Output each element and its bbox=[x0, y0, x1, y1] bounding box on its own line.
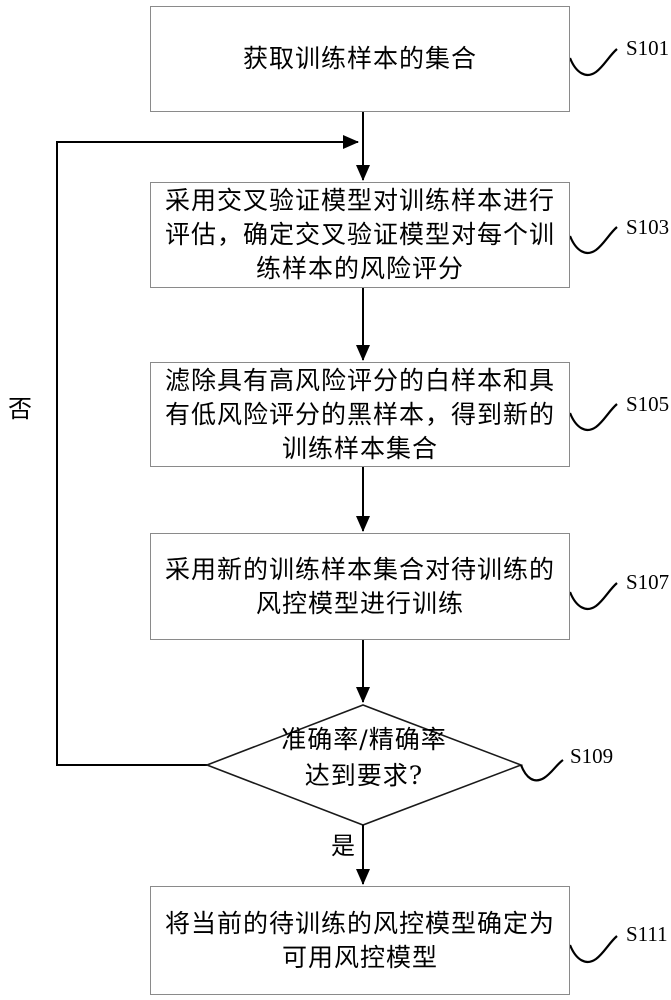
step-label-s107: S107 bbox=[626, 570, 670, 594]
decision-text: 准确率/精确率 达到要求? bbox=[207, 722, 521, 794]
squiggle-s101 bbox=[568, 48, 618, 76]
step-text: 采用新的训练样本集合对待训练的 bbox=[164, 554, 555, 584]
step-text: 训练样本集合 bbox=[281, 433, 438, 463]
step-text: 风控模型进行训练 bbox=[255, 588, 464, 618]
step-text: 练样本的风险评分 bbox=[255, 254, 464, 283]
step-text: 滤除具有高风险评分的白样本和具 bbox=[164, 365, 555, 395]
step-text: 评估，确定交叉验证模型对每个训 bbox=[164, 220, 555, 249]
step-text: 有低风险评分的黑样本，得到新的 bbox=[164, 399, 555, 429]
step-box-s105: 滤除具有高风险评分的白样本和具 有低风险评分的黑样本，得到新的 训练样本集合 bbox=[150, 362, 570, 467]
decision-line: 达到要求? bbox=[304, 761, 424, 790]
feedback-loop-line bbox=[56, 135, 359, 766]
step-box-s107: 采用新的训练样本集合对待训练的 风控模型进行训练 bbox=[150, 533, 570, 640]
yes-branch-label: 是 bbox=[331, 832, 355, 860]
step-label-s111: S111 bbox=[626, 922, 668, 946]
squiggle-s107 bbox=[568, 582, 618, 610]
decision-line: 准确率/精确率 bbox=[281, 725, 447, 754]
step-label-s103: S103 bbox=[626, 215, 670, 239]
step-label-s101: S101 bbox=[626, 36, 670, 60]
step-box-s111: 将当前的待训练的风控模型确定为 可用风控模型 bbox=[150, 886, 570, 995]
step-text: 采用交叉验证模型对训练样本进行 bbox=[164, 186, 555, 215]
squiggle-s103 bbox=[568, 226, 618, 254]
step-text: 将当前的待训练的风控模型确定为 bbox=[164, 908, 555, 938]
step-text: 可用风控模型 bbox=[281, 942, 438, 972]
squiggle-s105 bbox=[568, 403, 618, 431]
step-label-s109: S109 bbox=[570, 744, 614, 768]
squiggle-s109 bbox=[519, 759, 564, 782]
step-label-s105: S105 bbox=[626, 392, 670, 416]
step-box-s103: 采用交叉验证模型对训练样本进行 评估，确定交叉验证模型对每个训 练样本的风险评分 bbox=[150, 182, 570, 288]
step-box-s101: 获取训练样本的集合 bbox=[150, 6, 570, 112]
step-text: 获取训练样本的集合 bbox=[242, 44, 477, 73]
no-branch-label: 否 bbox=[8, 395, 32, 423]
squiggle-s111 bbox=[568, 935, 618, 963]
